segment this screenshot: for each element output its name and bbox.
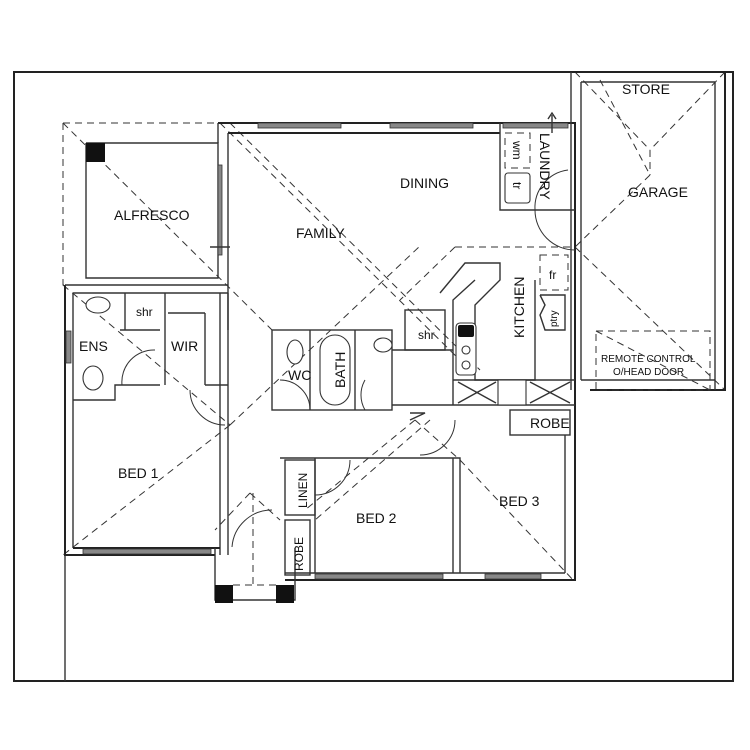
door-swing [360, 379, 366, 411]
door-swing [314, 459, 351, 496]
window [502, 122, 569, 129]
ensuite-basin [85, 296, 111, 314]
label-main-shower: shr [418, 328, 435, 342]
label-washing-machine: wm [510, 140, 524, 160]
label-kitchen: KITCHEN [511, 277, 527, 338]
window [82, 548, 212, 555]
label-bed3: BED 3 [499, 493, 540, 509]
label-pantry: ptry [549, 310, 560, 327]
garage-door-annotation: REMOTE CONTROL O/HEAD DOOR [601, 354, 696, 378]
label-alfresco: ALFRESCO [114, 207, 190, 223]
roof-lines [62, 71, 726, 585]
window [484, 573, 542, 580]
door-swing [534, 169, 569, 211]
robe-cupboard [284, 519, 311, 576]
windows [65, 122, 569, 580]
column-post [215, 585, 233, 603]
laundry-room [499, 111, 576, 251]
ensuite-block [73, 293, 228, 426]
robe-cupboard [509, 409, 571, 436]
garage-door-area [595, 330, 711, 391]
label-wir: WIR [171, 338, 198, 354]
door-swing [279, 379, 311, 411]
fixture-labels: shr shr wm tr fr ptry [136, 140, 560, 342]
window [314, 573, 444, 580]
label-bath: BATH [332, 352, 348, 388]
label-fridge: fr [549, 268, 556, 282]
bedroom-wing [231, 409, 571, 576]
laundry-tub [504, 172, 531, 204]
label-linen: LINEN [296, 473, 310, 508]
door-swing [231, 509, 273, 548]
label-robe-bed2: ROBE [292, 537, 306, 571]
door-swing [189, 389, 226, 426]
window [389, 122, 474, 129]
label-dining: DINING [400, 175, 449, 191]
door-swing [419, 419, 456, 456]
label-wc: WC [288, 367, 311, 383]
label-robe-bed3: ROBE [530, 415, 570, 431]
window [217, 164, 223, 256]
alfresco-area [85, 142, 230, 279]
label-family: FAMILY [296, 225, 345, 241]
fridge [539, 254, 569, 291]
garage [570, 71, 726, 391]
label-laundry: LAUNDRY [537, 133, 553, 200]
cooktop [497, 379, 527, 406]
washing-machine [504, 132, 531, 169]
label-bed2: BED 2 [356, 510, 397, 526]
room-labels: ALFRESCO FAMILY DINING STORE GARAGE LAUN… [79, 81, 688, 571]
label-laundry-tub: tr [510, 182, 524, 189]
label-ens-shower: shr [136, 305, 153, 319]
label-garage-door-line2: O/HEAD DOOR [613, 367, 684, 378]
bathroom-block [271, 309, 453, 411]
door-swing [534, 209, 576, 251]
door-swing [121, 349, 156, 386]
ensuite-toilet [82, 365, 104, 391]
label-store: STORE [622, 81, 670, 97]
toilet [286, 339, 304, 365]
column-post [86, 143, 105, 162]
house-walls [64, 122, 576, 581]
entry-porch [214, 548, 296, 603]
window [65, 330, 72, 364]
label-garage-door-line1: REMOTE CONTROL [601, 354, 696, 365]
window [257, 122, 342, 129]
label-bed1: BED 1 [118, 465, 159, 481]
column-post [276, 585, 294, 603]
label-garage: GARAGE [628, 184, 688, 200]
basin [373, 337, 393, 353]
site-boundary [13, 71, 734, 682]
label-ens: ENS [79, 338, 108, 354]
bathtub [319, 334, 351, 406]
kitchen [439, 254, 575, 406]
